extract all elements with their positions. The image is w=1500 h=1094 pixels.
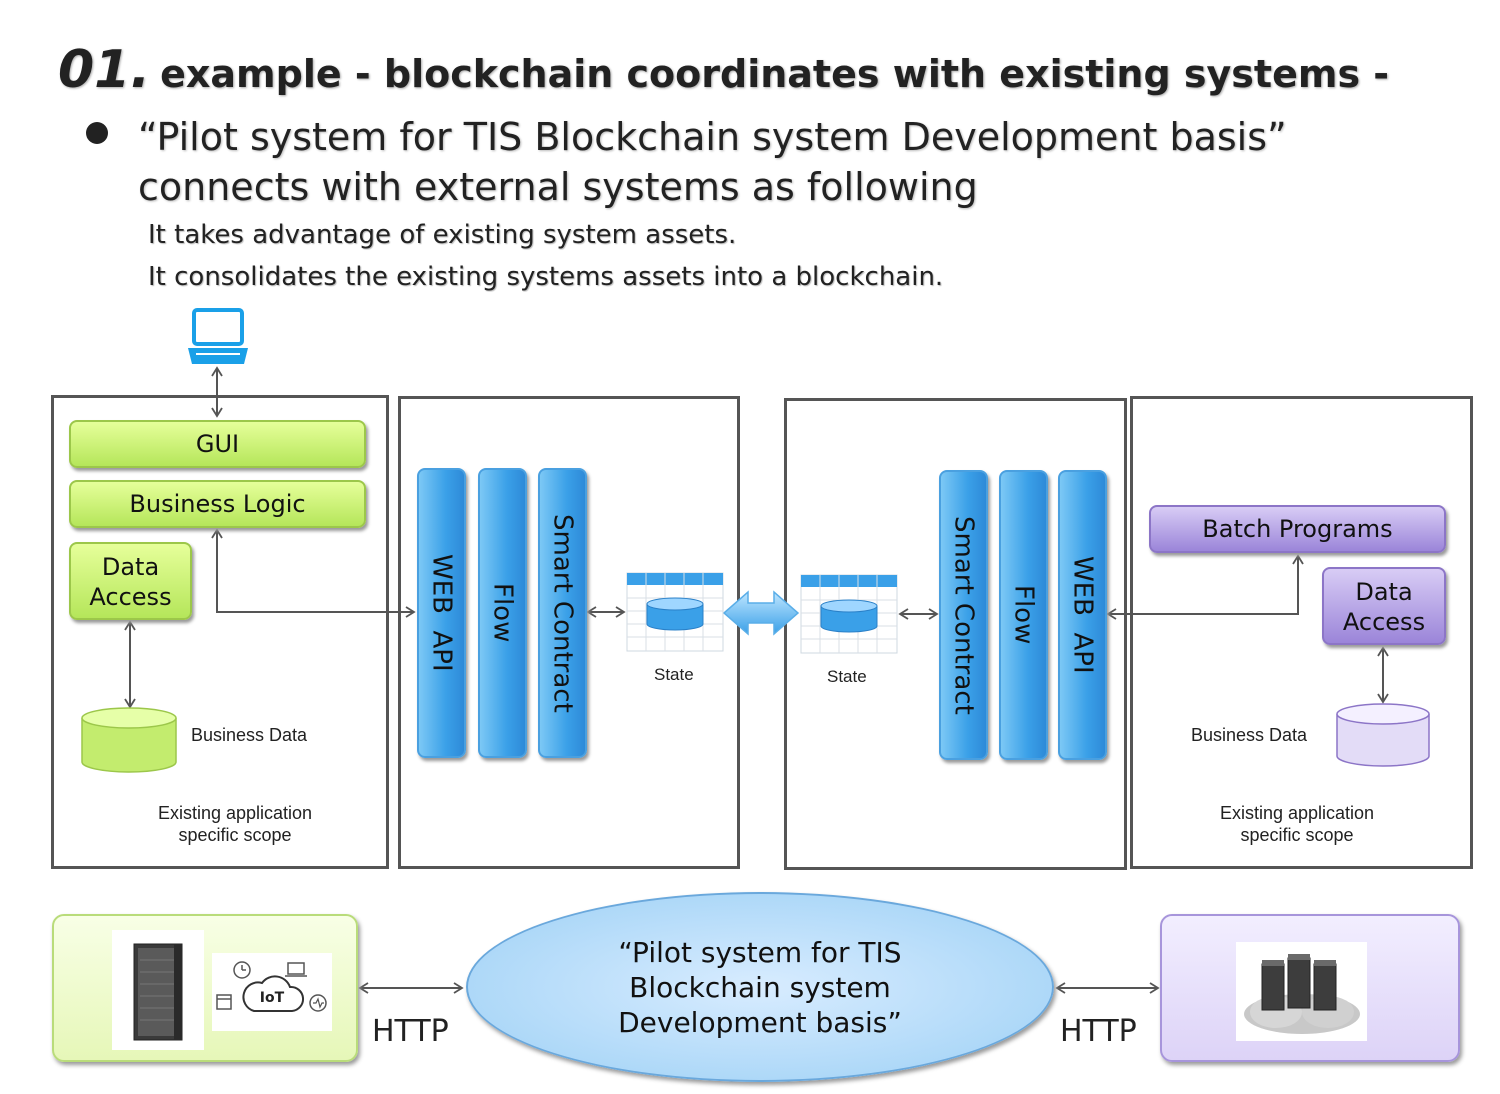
pilot-system-ellipse: “Pilot system for TIS Blockchain system … bbox=[466, 892, 1054, 1082]
section-number: 01. bbox=[58, 40, 151, 100]
state-table-icon-left bbox=[626, 572, 724, 652]
gui-layer: GUI bbox=[69, 420, 366, 468]
smart-contract-label-left: Smart Contract bbox=[547, 513, 578, 713]
web-api-label-left: WEB API bbox=[426, 554, 457, 672]
business-logic-layer: Business Logic bbox=[69, 480, 366, 528]
data-access-right: Data Access bbox=[1322, 567, 1446, 645]
business-data-db-icon-right bbox=[1336, 703, 1430, 767]
state-label-left: State bbox=[654, 665, 694, 684]
bullet-line-1: “Pilot system for TIS Blockchain system … bbox=[138, 115, 1287, 159]
note-2: It consolidates the existing systems ass… bbox=[148, 262, 944, 292]
web-api-bar-right: WEB API bbox=[1058, 470, 1107, 760]
note-1: It takes advantage of existing system as… bbox=[148, 220, 737, 250]
bullet-line-2: connects with external systems as follow… bbox=[138, 165, 978, 209]
sync-arrow bbox=[722, 590, 800, 636]
laptop-icon bbox=[188, 308, 248, 364]
smart-contract-label-right: Smart Contract bbox=[948, 515, 979, 715]
http-label-left: HTTP bbox=[372, 1014, 449, 1049]
flow-label-right: Flow bbox=[1008, 585, 1039, 645]
flow-label-left: Flow bbox=[487, 583, 518, 643]
bullet-dot bbox=[86, 122, 108, 144]
bullet-text: “Pilot system for TIS Blockchain system … bbox=[138, 112, 1287, 212]
state-table-icon-right bbox=[800, 574, 898, 654]
pilot-system-label: “Pilot system for TIS Blockchain system … bbox=[618, 935, 902, 1039]
flow-bar-right: Flow bbox=[999, 470, 1048, 760]
http-label-right: HTTP bbox=[1060, 1014, 1137, 1049]
business-data-label-left: Business Data bbox=[191, 725, 308, 745]
batch-programs-layer: Batch Programs bbox=[1149, 505, 1446, 553]
iot-cloud-icon bbox=[212, 953, 332, 1031]
iot-label: IoT bbox=[259, 990, 285, 1006]
state-label-right: State bbox=[827, 667, 867, 686]
left-system-panel bbox=[51, 395, 389, 869]
title-text: example - blockchain coordinates with ex… bbox=[160, 52, 1390, 96]
web-api-bar-left: WEB API bbox=[417, 468, 466, 758]
scope-label-right: Existing application specific scope bbox=[1219, 803, 1375, 845]
web-api-label-right: WEB API bbox=[1067, 556, 1098, 674]
smart-contract-bar-left: Smart Contract bbox=[538, 468, 587, 758]
server-rack-icon bbox=[112, 930, 204, 1050]
business-data-db-icon bbox=[81, 707, 177, 773]
smart-contract-bar-right: Smart Contract bbox=[939, 470, 988, 760]
flow-bar-left: Flow bbox=[478, 468, 527, 758]
business-data-label-right: Business Data bbox=[1191, 725, 1308, 745]
data-access-left: Data Access bbox=[69, 542, 192, 620]
datacenter-icon bbox=[1236, 942, 1367, 1041]
scope-label-left: Existing application specific scope bbox=[157, 803, 313, 845]
page-title: 01.example - blockchain coordinates with… bbox=[58, 40, 1389, 100]
